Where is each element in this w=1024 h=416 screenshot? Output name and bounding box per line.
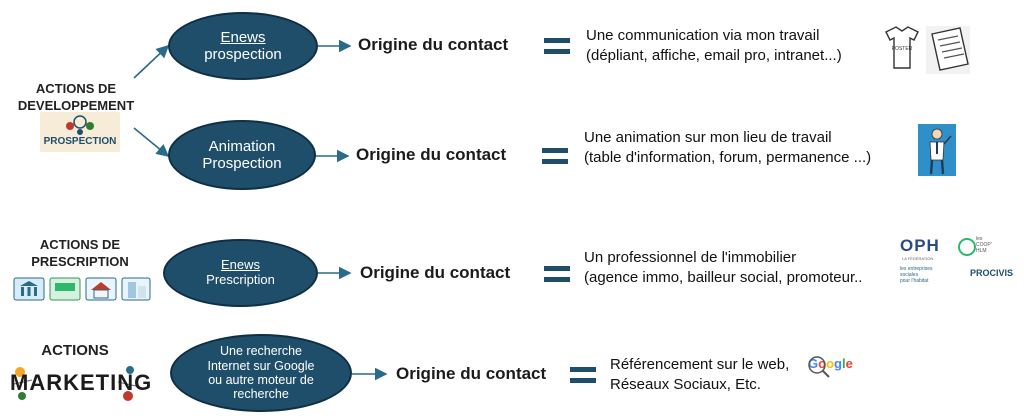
bank-icon [13,277,45,301]
oph-logo: OPH [900,236,940,255]
desc-row1-line2: (dépliant, affiche, email pro, intranet.… [586,47,842,64]
oph-subtitle: LA FÉDÉRATION [902,256,934,261]
oval-prescription-line2: Prescription [206,272,275,287]
desc-row1-line1: Une communication via mon travail [586,27,820,44]
desc-row2-line2: (table d'information, forum, permanence … [584,149,872,166]
oval-animation-prospection: Animation Prospection [168,120,316,190]
desc-row2-line1: Une animation sur mon lieu de travail [584,129,832,146]
equals-sign-row4 [570,367,596,383]
oval-recherche-line4: recherche [233,387,289,402]
marketing-logo: MARKETING [10,362,153,404]
poster-document-icon [926,26,970,74]
oval-recherche-line1: Une recherche [220,344,302,359]
prospection-badge-label: PROSPECTION [43,136,117,147]
equals-sign-row1 [544,38,570,54]
prospection-badge: PROSPECTION [40,112,120,152]
sign-icon [49,277,81,301]
oval-animation-line2: Prospection [202,155,282,172]
magnifier-icon [808,356,830,378]
origin-label-row1: Origine du contact [358,35,509,54]
oval-recherche-line2: Internet sur Google [207,358,315,373]
desc-row3-line2: (agence immo, bailleur social, promoteur… [584,269,863,286]
desc-row2: Une animation sur mon lieu de travail (t… [584,128,871,168]
arrow-dev-to-enews [133,44,170,79]
desc-row4-line1: Référencement sur le web, [610,356,790,373]
equals-sign-row3 [544,266,570,282]
presenter-icon [918,124,956,176]
svg-text:POSTER: POSTER [892,46,913,52]
tshirt-icon: POSTER [885,26,919,69]
oval-prescription-line1: Enews [220,257,261,273]
oval-enews-prescription: Enews Prescription [163,239,318,307]
communication-icons: POSTER [880,24,972,76]
category-marketing-line1: ACTIONS [41,342,109,359]
desc-row4: Référencement sur le web, Réseaux Sociau… [610,355,789,395]
desc-row1: Une communication via mon travail (dépli… [586,26,842,66]
category-developpement-line1: ACTIONS DE [35,81,117,96]
marketing-doodle-icon [13,366,137,401]
desc-row3: Un professionnel de l'immobilier (agence… [584,248,862,288]
coop-hlm-icon [958,238,976,256]
google-logo: Google [808,356,858,378]
prescription-icons [12,276,152,302]
oval-recherche-internet: Une recherche Internet sur Google ou aut… [170,334,352,412]
oval-recherche-line3: ou autre moteur de [208,373,314,387]
category-prescription-line2: PRESCRIPTION [31,254,129,269]
origin-label-row4: Origine du contact [396,364,547,383]
origin-label-row2: Origine du contact [356,145,507,164]
oval-enews-prospection-line2: prospection [204,46,282,63]
category-prescription: ACTIONS DE PRESCRIPTION [20,236,140,270]
category-developpement: ACTIONS DE DEVELOPPEMENT [14,80,138,114]
desc-row4-line2: Réseaux Sociaux, Etc. [610,376,761,393]
category-prescription-line1: ACTIONS DE [39,237,121,252]
category-marketing: ACTIONS [20,342,130,359]
people-network-icon [66,115,94,135]
origin-label-row3: Origine du contact [360,263,511,282]
desc-row3-line1: Un professionnel de l'immobilier [584,249,797,266]
house-icon [85,277,117,301]
procivis-logo: PROCIVIS [970,268,1014,278]
equals-sign-row2 [542,148,568,164]
arrow-dev-to-animation [133,127,170,158]
oval-enews-prospection-line1: Enews [220,28,266,46]
category-marketing-line2: MARKETING [10,370,153,395]
oval-animation-line1: Animation [208,137,276,155]
oval-enews-prospection: Enews prospection [168,12,318,80]
building-icon [121,277,151,301]
category-developpement-line2: DEVELOPPEMENT [17,98,135,113]
